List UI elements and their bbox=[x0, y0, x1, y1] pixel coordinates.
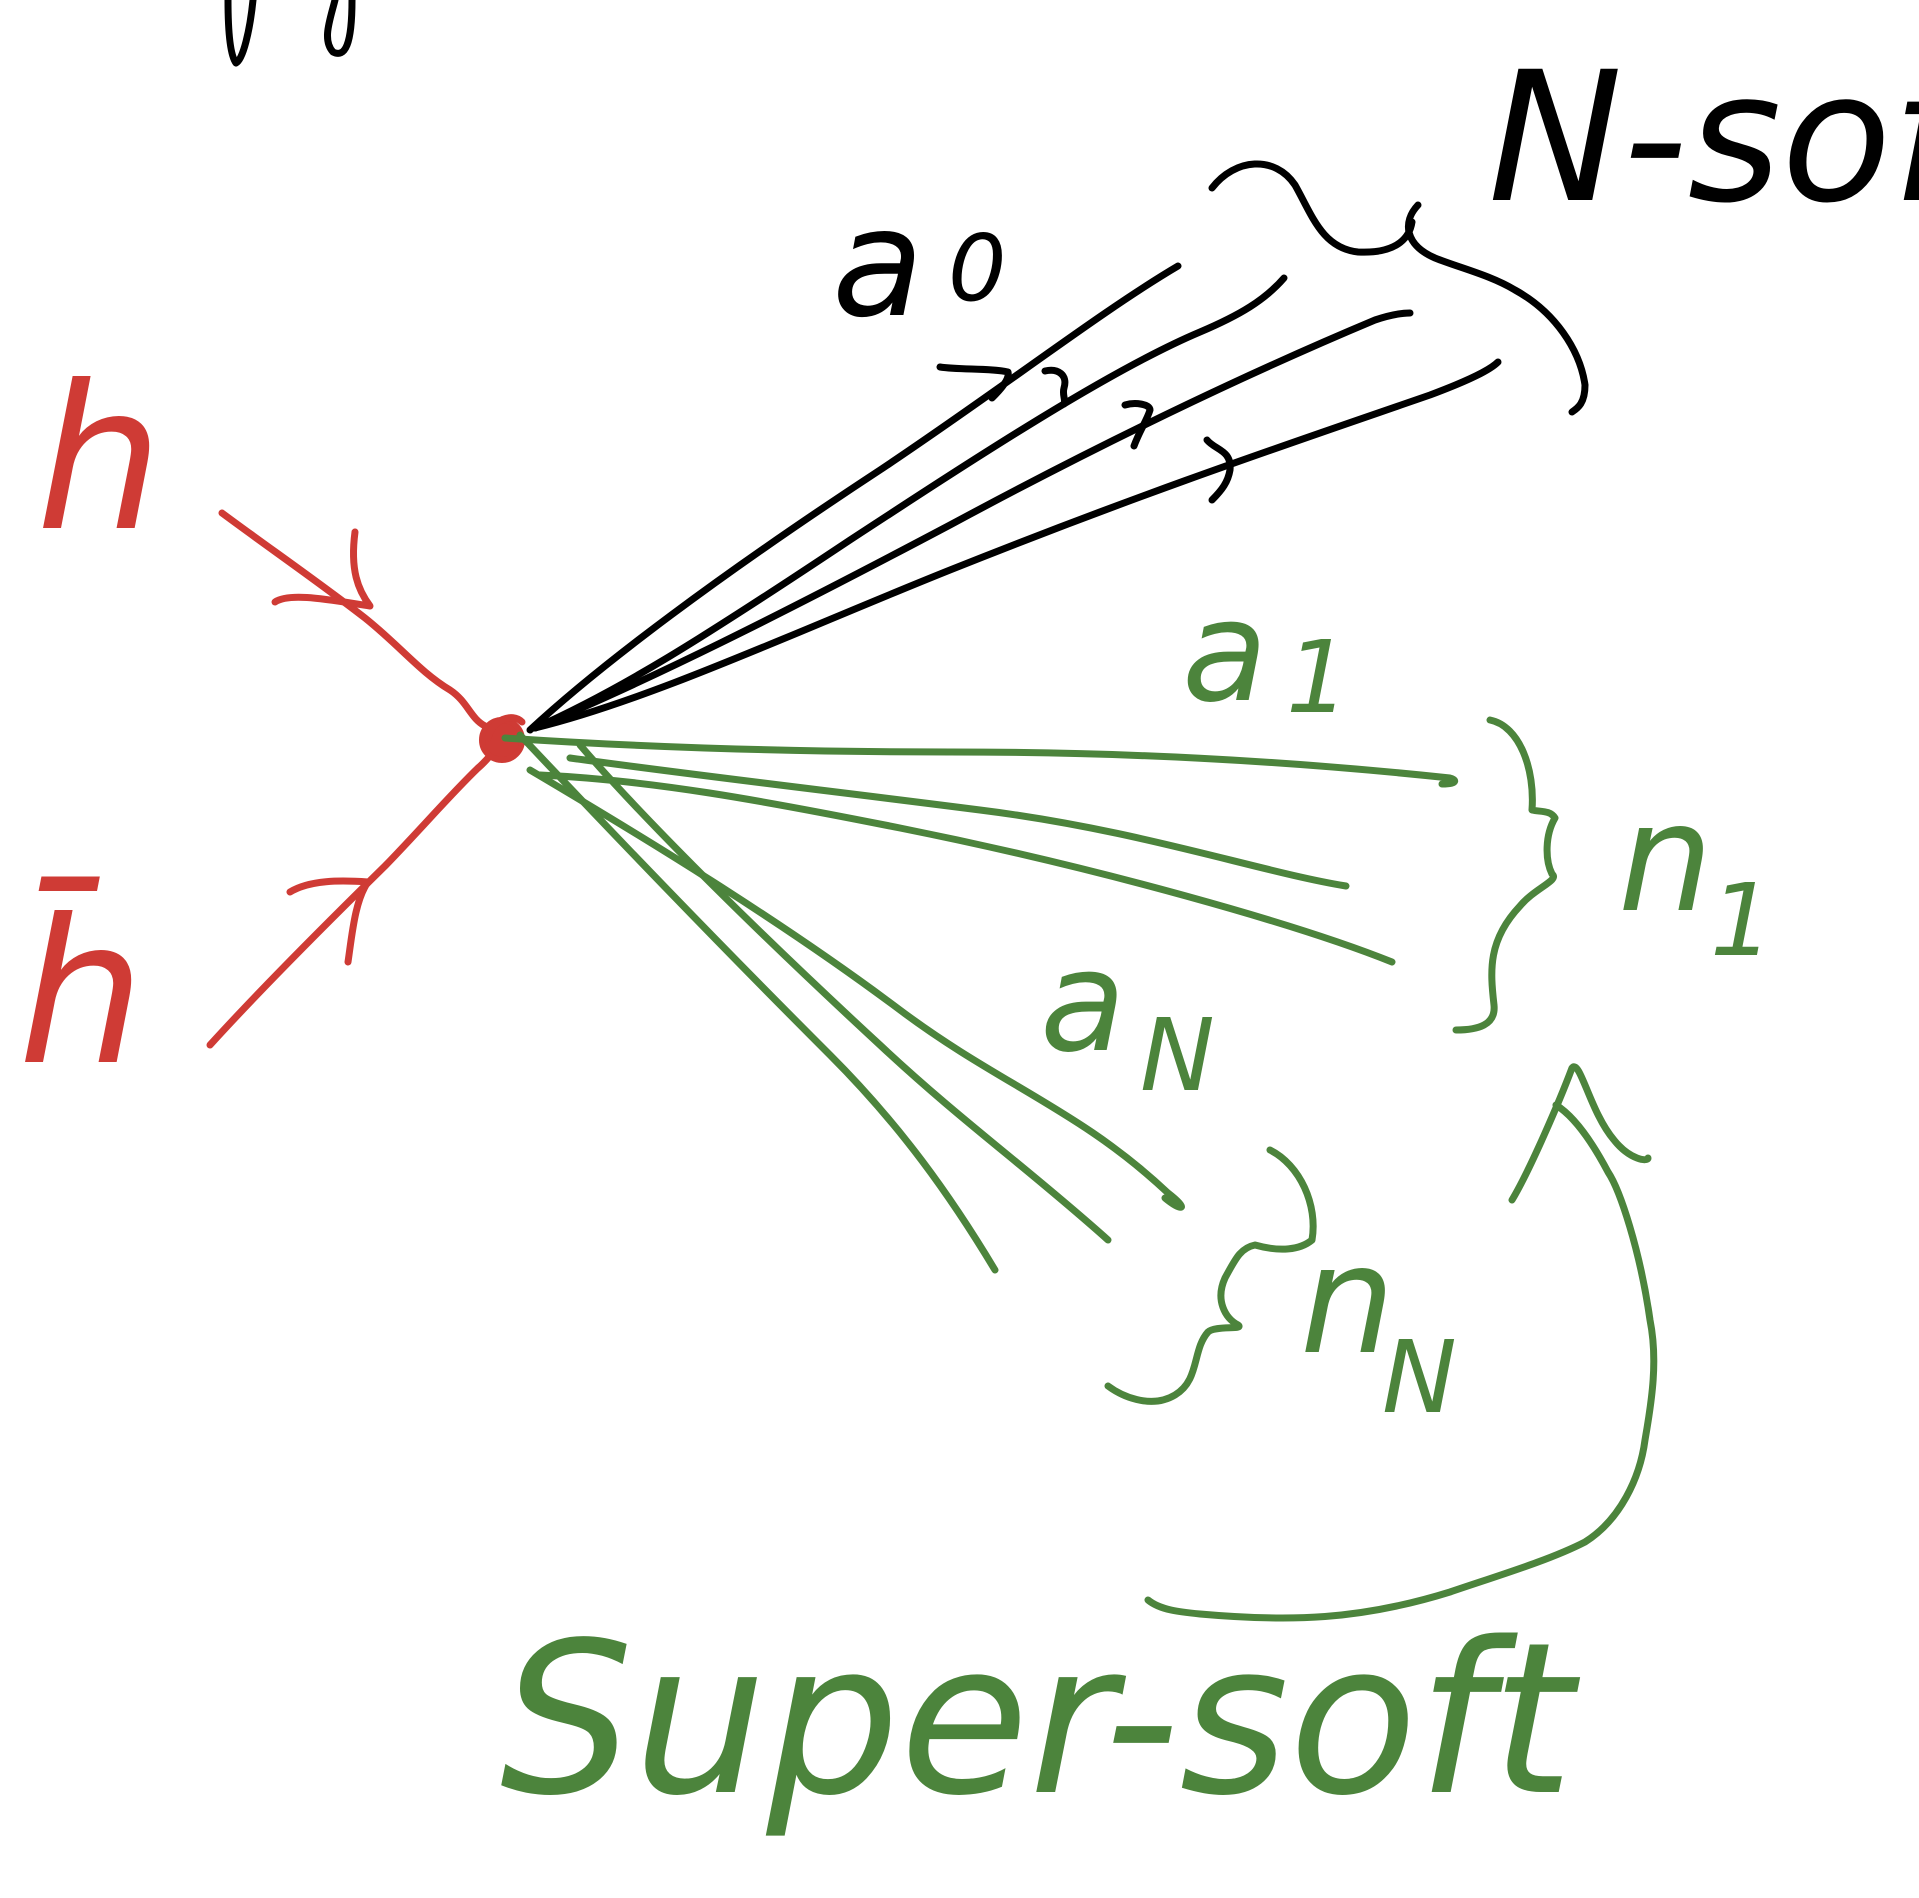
supersoft-particle-1-label: a bbox=[1182, 571, 1268, 734]
supersoft-particle-N-index: N bbox=[1140, 997, 1215, 1114]
supersoft-particle-1-index: 1 bbox=[1286, 619, 1350, 736]
labels: h h̄ a 0 N-soft a 1 n 1 a N n N Super-so… bbox=[18, 34, 1919, 1842]
arrow-icon bbox=[936, 363, 1012, 402]
arrow-icon bbox=[1508, 1063, 1652, 1204]
antihadron-line-lower bbox=[206, 736, 509, 1049]
antihadron-label: h̄ bbox=[18, 876, 145, 1110]
supersoft-count-1-index: 1 bbox=[1710, 862, 1774, 979]
arrow-icon bbox=[1203, 436, 1234, 504]
supersoft-pointer-arrow bbox=[1144, 1063, 1658, 1622]
supersoft-count-N-label: n bbox=[1300, 1214, 1395, 1388]
supersoft-count-1-label: n bbox=[1618, 772, 1713, 946]
arrow-icon bbox=[286, 877, 372, 966]
brace-icon bbox=[1452, 716, 1559, 1034]
brace-icon bbox=[1104, 1146, 1317, 1405]
arrow-icon bbox=[271, 528, 374, 610]
supersoft-particle-lines-group-N bbox=[516, 731, 1317, 1405]
supersoft-count-N-index: N bbox=[1382, 1319, 1457, 1436]
soft-particle-label: a bbox=[832, 177, 924, 351]
brace-icon bbox=[1208, 160, 1589, 416]
supersoft-particle-lines-group-1 bbox=[501, 716, 1559, 1034]
supersoft-particle-N-label: a bbox=[1040, 921, 1126, 1084]
top-partial-glyphs bbox=[224, 0, 356, 67]
arrow-icon bbox=[1041, 366, 1069, 408]
hadron-line-upper bbox=[218, 509, 489, 730]
soft-particle-index: 0 bbox=[948, 215, 1007, 322]
soft-group-label: N-soft bbox=[1488, 34, 1919, 243]
supersoft-group-label: Super-soft bbox=[500, 1597, 1580, 1842]
hadron-label: h bbox=[36, 343, 163, 576]
soft-particle-lines bbox=[526, 160, 1589, 734]
arrow-icon bbox=[1121, 400, 1154, 450]
